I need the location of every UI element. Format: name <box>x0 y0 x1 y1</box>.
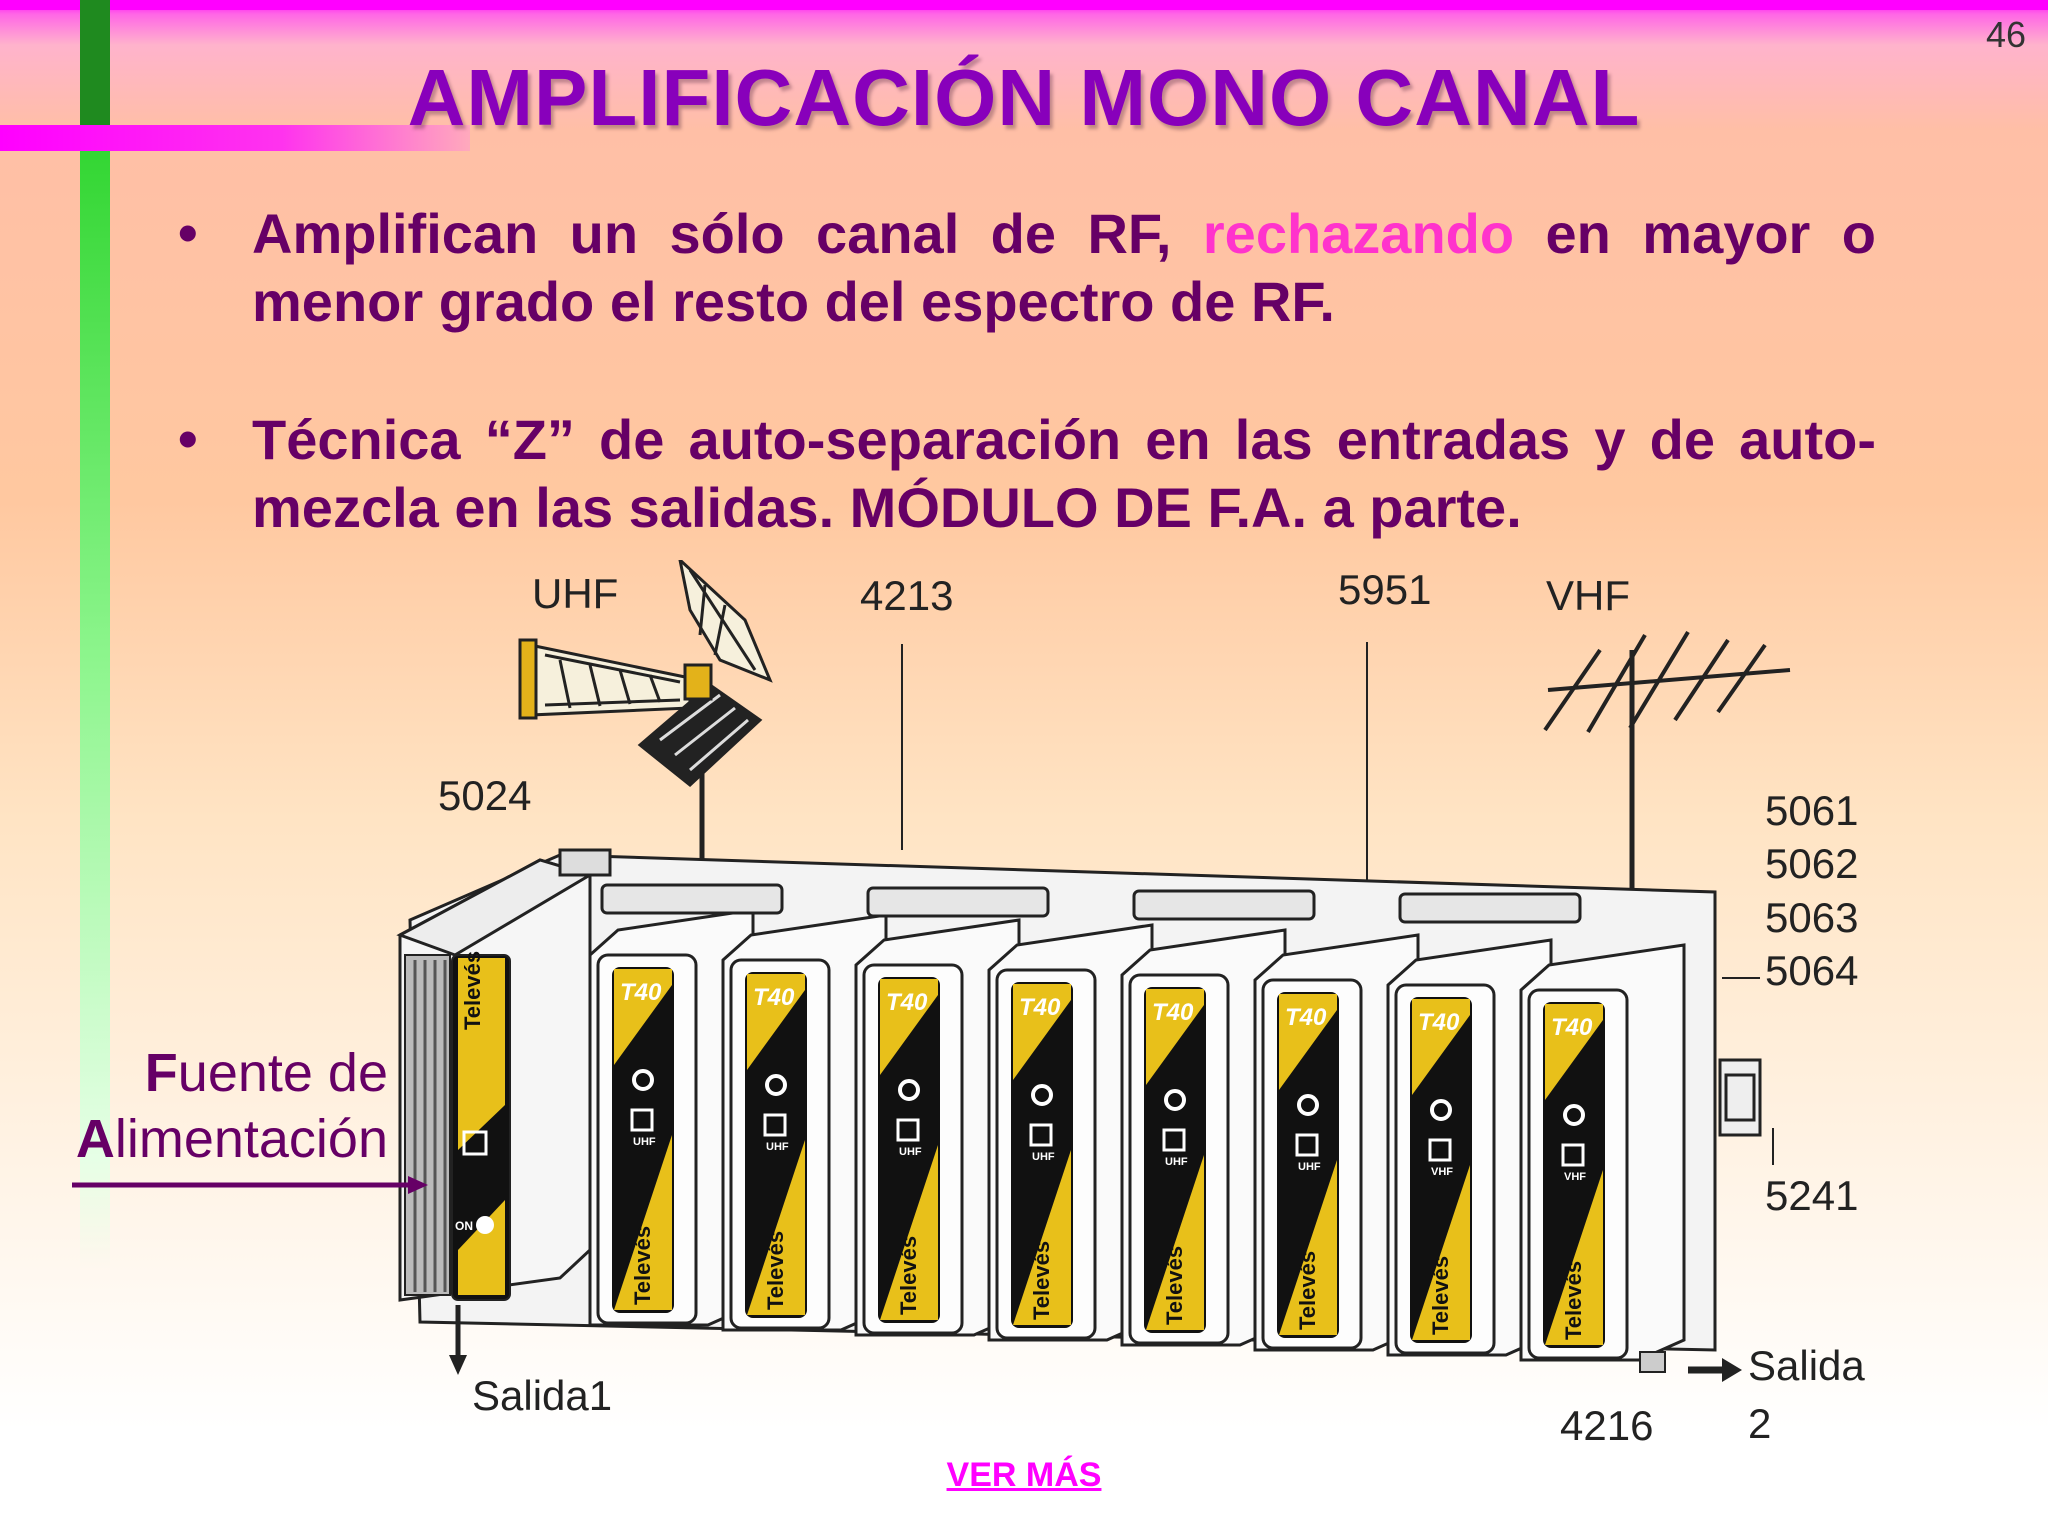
power-supply-label-line2: Alimentación <box>75 1109 388 1169</box>
module-logo: T40 <box>753 984 795 1011</box>
module-band: UHF <box>766 1141 789 1153</box>
module-logo: T40 <box>886 989 928 1016</box>
module-brand: Televés <box>896 1236 921 1315</box>
label-vhf: VHF <box>1546 572 1630 619</box>
module-top-cover <box>866 886 1050 918</box>
label-salida2-number: 2 <box>1748 1400 1771 1447</box>
bullet-point-2: Técnica “Z” de auto-separación en las en… <box>252 408 1876 539</box>
label-5241: 5241 <box>1765 1172 1858 1219</box>
module-band: UHF <box>1298 1161 1321 1173</box>
module-brand: Televés <box>1428 1256 1453 1335</box>
module-brand: Televés <box>630 1226 655 1305</box>
gain-knob-icon <box>765 1074 787 1096</box>
ver-mas-link[interactable]: VER MÁS <box>946 1456 1102 1494</box>
module-brand: Televés <box>1561 1261 1586 1340</box>
label-uhf: UHF <box>532 570 618 617</box>
gain-knob-icon <box>1430 1099 1452 1121</box>
test-point-icon <box>896 1118 920 1142</box>
module-band: UHF <box>899 1146 922 1158</box>
label-4213: 4213 <box>860 572 953 619</box>
psu-switch-label: ON <box>455 1219 473 1233</box>
test-point-icon <box>763 1113 787 1137</box>
gain-knob-icon <box>1031 1084 1053 1106</box>
leader-lines <box>901 642 1774 1165</box>
module-brand: Televés <box>1162 1246 1187 1325</box>
module-logo: T40 <box>1152 999 1194 1026</box>
page-number: 46 <box>1985 14 2026 55</box>
module-logo: T40 <box>1285 1004 1327 1031</box>
gain-knob-icon <box>898 1079 920 1101</box>
power-supply-arrow <box>72 1176 428 1194</box>
test-point-icon <box>1295 1133 1319 1157</box>
module-top-cover <box>600 883 784 915</box>
gain-knob-icon <box>1297 1094 1319 1116</box>
vertical-accent-bar-top <box>80 0 110 125</box>
test-point-icon <box>1029 1123 1053 1147</box>
gain-knob-icon <box>632 1069 654 1091</box>
module-band: UHF <box>1165 1156 1188 1168</box>
vertical-accent-bar <box>80 150 110 1270</box>
label-salida1: Salida1 <box>472 1372 612 1419</box>
module-top-cover <box>1132 889 1316 921</box>
uhf-antenna-icon <box>518 560 773 875</box>
power-supply-module: Televés ON <box>396 848 612 1375</box>
highlighted-word: rechazando <box>1202 202 1515 265</box>
label-5064: 5064 <box>1765 947 1858 994</box>
module-logo: T40 <box>620 979 662 1006</box>
module-band: VHF <box>1431 1166 1453 1178</box>
test-point-icon <box>630 1108 654 1132</box>
power-supply-label: Fuente de Alimentación <box>76 1040 388 1172</box>
gain-knob-icon <box>1164 1089 1186 1111</box>
slide-title: AMPLIFICACIÓN MONO CANAL <box>407 53 1641 142</box>
module-top-cover <box>1398 892 1582 924</box>
bullet-1-text-start: Amplifican un sólo canal de RF, <box>252 202 1203 265</box>
module-logo: T40 <box>1551 1014 1593 1041</box>
label-5024: 5024 <box>438 772 531 819</box>
bullet-marker: • <box>178 201 198 264</box>
module-brand: Televés <box>1029 1241 1054 1320</box>
test-point-icon <box>1428 1138 1452 1162</box>
connector-5241-icon <box>1718 1058 1762 1137</box>
label-4216: 4216 <box>1560 1402 1653 1449</box>
bullet-marker: • <box>178 407 198 470</box>
module-logo: T40 <box>1019 994 1061 1021</box>
label-salida2: Salida <box>1748 1342 1865 1389</box>
amplifier-modules: T40UHFTelevésT40UHFTelevésT40UHFTelevésT… <box>588 883 1686 1362</box>
test-point-icon <box>1162 1128 1186 1152</box>
test-point-icon <box>1561 1143 1585 1167</box>
label-5951: 5951 <box>1338 566 1431 613</box>
label-5062: 5062 <box>1765 840 1858 887</box>
top-accent-band <box>0 0 2048 10</box>
label-5063: 5063 <box>1765 894 1858 941</box>
salida2-arrow <box>1639 1351 1742 1382</box>
label-5061: 5061 <box>1765 787 1858 834</box>
horizontal-accent-bar <box>0 125 470 151</box>
module-band: UHF <box>1032 1151 1055 1163</box>
vhf-antenna-icon <box>1543 630 1791 925</box>
bullet-point-1: Amplifican un sólo canal de RF, rechazan… <box>252 200 1876 336</box>
amplifier-installation-diagram: Televés ON T40UHFTelevésT40UHFTelevésT40… <box>72 560 1865 1449</box>
module-brand: Televés <box>763 1231 788 1310</box>
psu-brand: Televés <box>460 951 485 1030</box>
module-brand: Televés <box>1295 1251 1320 1330</box>
power-supply-label-line1: Fuente de <box>144 1043 388 1103</box>
module-band: UHF <box>633 1136 656 1148</box>
gain-knob-icon <box>1563 1104 1585 1126</box>
bullet-1-text-end: en mayor o menor grado el resto del espe… <box>252 202 1876 333</box>
module-logo: T40 <box>1418 1009 1460 1036</box>
module-band: VHF <box>1564 1171 1586 1183</box>
